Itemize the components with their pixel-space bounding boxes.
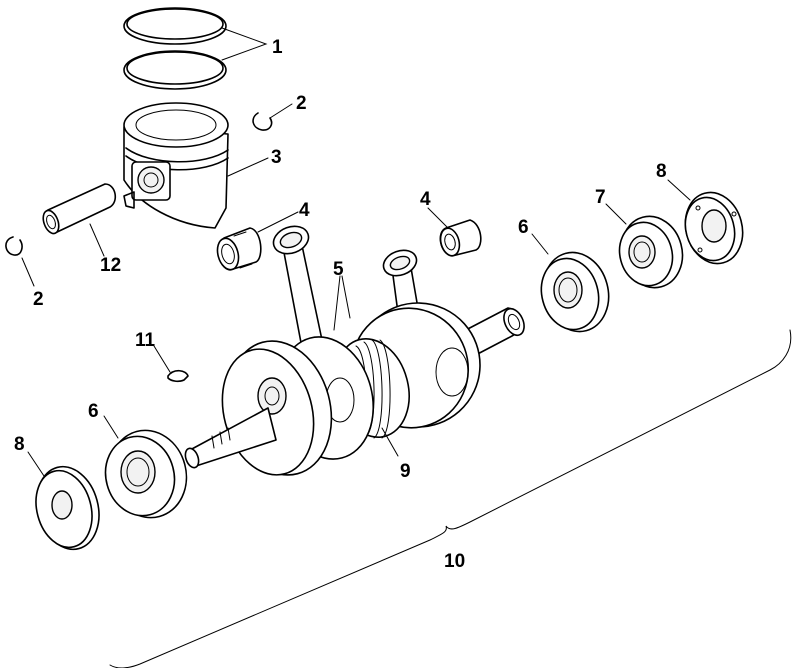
label-4-right: 4 — [420, 189, 431, 210]
label-7: 7 — [595, 187, 606, 208]
crankshaft — [184, 225, 525, 476]
label-1: 1 — [272, 37, 283, 58]
label-2-right: 2 — [296, 93, 307, 114]
circlip-right — [252, 112, 273, 131]
piston — [123, 102, 229, 229]
seal-far-right — [684, 191, 744, 265]
bearing-right — [540, 251, 610, 333]
assembly-bracket — [109, 329, 792, 668]
label-2-left: 2 — [33, 289, 44, 310]
label-6-left: 6 — [88, 401, 99, 422]
label-4-left: 4 — [299, 200, 310, 221]
seal-left — [35, 465, 100, 551]
leader-lines — [21, 27, 691, 477]
woodruff-key — [167, 369, 189, 383]
label-6-right: 6 — [518, 217, 529, 238]
piston-pin — [42, 183, 117, 235]
label-3: 3 — [271, 147, 282, 168]
label-11: 11 — [135, 330, 156, 351]
piston-rings — [123, 7, 227, 90]
label-8-right: 8 — [656, 161, 667, 182]
needle-bearing-right — [439, 219, 482, 257]
label-8-left: 8 — [14, 434, 25, 455]
label-9: 9 — [400, 461, 411, 482]
bearing-left — [104, 429, 188, 519]
needle-bearing-left — [216, 227, 262, 271]
label-12: 12 — [100, 255, 121, 276]
label-5: 5 — [333, 259, 344, 280]
label-10: 10 — [444, 551, 465, 572]
part-labels: 1 2 3 4 4 5 6 7 8 12 2 11 6 8 9 10 — [14, 37, 667, 572]
circlip-left — [5, 236, 23, 256]
bearing-far-right — [618, 215, 684, 289]
